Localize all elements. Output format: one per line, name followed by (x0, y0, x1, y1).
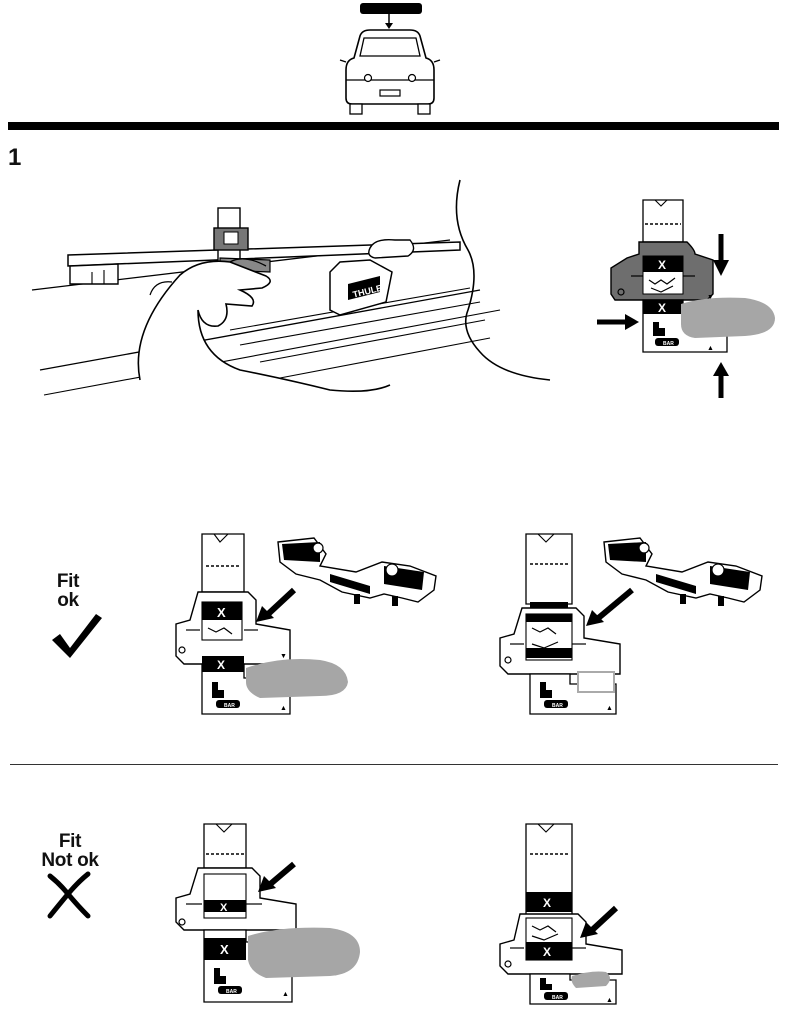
fit-not-ok-gauge-a: X X BAR ▲ (170, 822, 370, 1008)
gauge-a-arrow-down: ▼ (280, 653, 287, 660)
fit-not-ok-line2: Not ok (41, 850, 99, 871)
section-divider-thin (10, 764, 778, 765)
section-divider-thick (8, 122, 779, 130)
fit-not-ok-gauge-b: X X BAR ▲ (496, 822, 696, 1008)
step-number: 1 (8, 144, 22, 171)
gauge-x-mark: X (658, 258, 666, 272)
fit-ok-line2: ok (57, 590, 79, 611)
gauge-a-x-mark: X (217, 605, 226, 620)
gauge-detail-diagram: X ▼ X BAR ▲ (595, 198, 787, 402)
gauge-c-x-mark: X (220, 902, 228, 914)
gauge-bar-text: BAR (663, 341, 674, 347)
fit-ok-label: Fit ok (40, 572, 96, 610)
fit-not-ok-line1: Fit (58, 831, 82, 852)
check-icon (50, 612, 104, 660)
gauge-x-mark-lower: X (658, 301, 666, 315)
gauge-arrow-down: ▼ (707, 294, 714, 301)
gauge-d-x-lower: X (543, 945, 551, 959)
gauge-b-arrow-up: ▲ (606, 705, 613, 712)
gauge-a-x-lower: X (217, 658, 225, 672)
roof-rack-installation-illustration: THULE (30, 179, 560, 430)
fit-ok-gauge-b: BAR ▲ (496, 532, 776, 718)
fit-ok-line1: Fit (56, 571, 80, 592)
fit-not-ok-label: Fit Not ok (32, 832, 108, 870)
gauge-b-bar-text: BAR (552, 703, 563, 709)
gauge-d-bar-text: BAR (552, 995, 563, 1001)
gauge-d-arrow-up: ▲ (606, 997, 613, 1004)
gauge-a-bar-text: BAR (224, 703, 235, 709)
gauge-c-arrow-up: ▲ (282, 991, 289, 998)
car-rear-illustration (330, 0, 450, 118)
gauge-d-x-upper: X (543, 896, 551, 910)
gauge-c-x-lower: X (220, 942, 229, 957)
gauge-a-arrow-up: ▲ (280, 705, 287, 712)
gauge-c-bar-text: BAR (226, 989, 237, 995)
cross-icon (46, 871, 92, 919)
gauge-arrow-up: ▲ (707, 345, 714, 352)
fit-ok-gauge-a: X ▼ X BAR ▲ (170, 532, 450, 718)
